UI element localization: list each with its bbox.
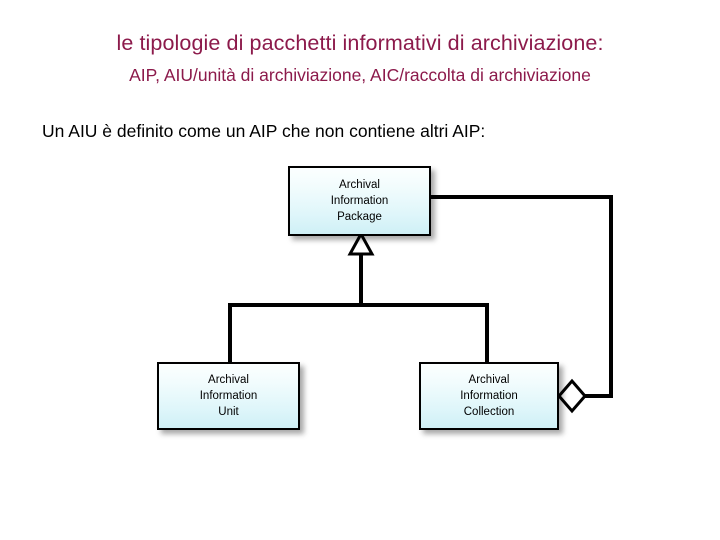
node-label-line: Archival <box>468 374 510 386</box>
node-label-line: Package <box>337 211 382 223</box>
hollow-triangle-icon <box>347 230 375 256</box>
hollow-diamond-icon <box>557 378 587 414</box>
slide-subtitle: AIP, AIU/unità di archiviazione, AIC/rac… <box>129 65 591 85</box>
node-label-line: Information <box>199 390 258 402</box>
node-label-line: Archival <box>339 179 380 191</box>
node-label-line: Unit <box>218 406 239 418</box>
uml-node-archival-information-collection[interactable]: Archival Information Collection <box>419 362 559 430</box>
node-label-line: Archival <box>208 374 249 386</box>
slide-heading-block: le tipologie di pacchetti informativi di… <box>0 30 720 87</box>
slide-title: le tipologie di pacchetti informativi di… <box>116 31 604 55</box>
generalization-connector-group <box>228 250 489 362</box>
node-label-line: Information <box>460 390 518 402</box>
aggregation-connector-group <box>431 195 613 398</box>
node-label-line: Information <box>330 195 389 207</box>
uml-node-archival-information-unit[interactable]: Archival Information Unit <box>157 362 300 430</box>
uml-node-archival-information-package[interactable]: Archival Information Package <box>288 166 431 236</box>
node-label-line: Collection <box>463 406 515 418</box>
slide-body-text: Un AIU è definito come un AIP che non co… <box>42 121 486 141</box>
